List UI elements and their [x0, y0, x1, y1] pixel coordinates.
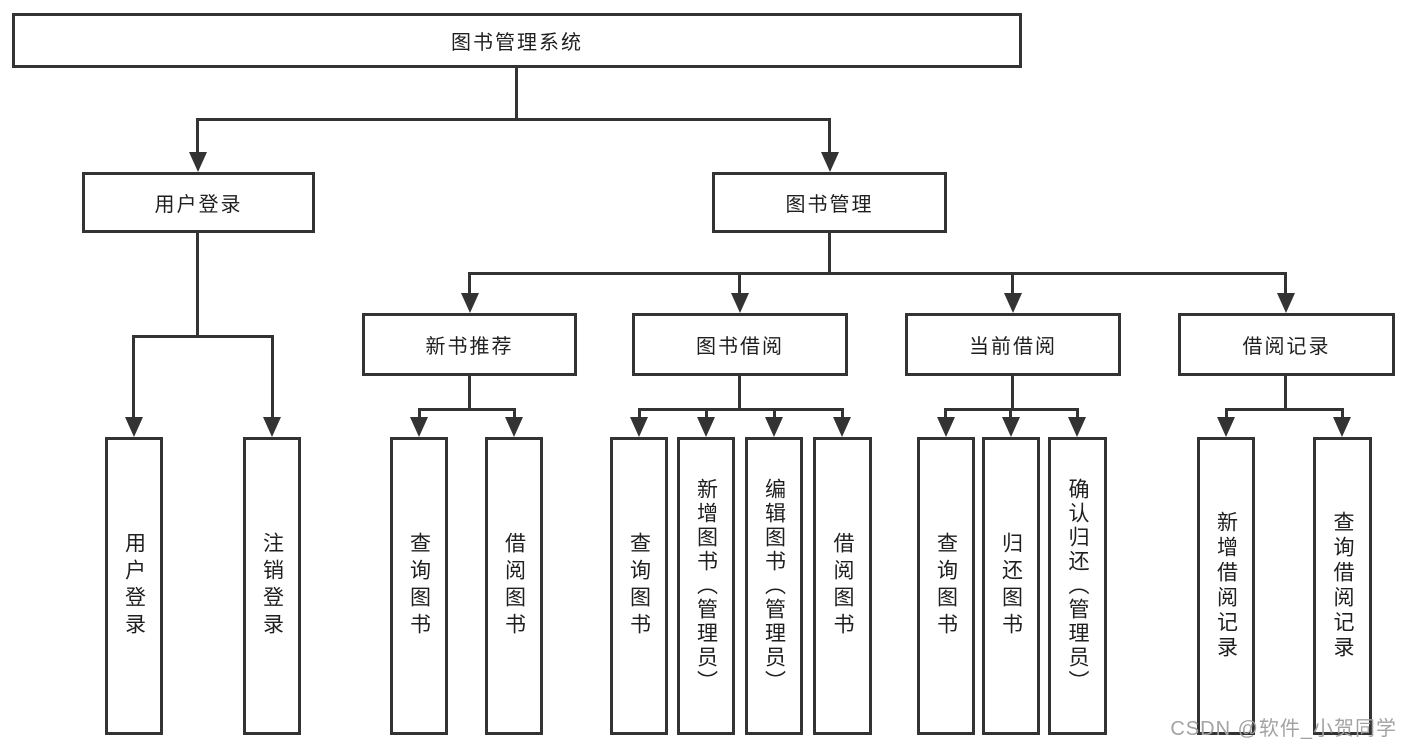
node-new-book-recommend: 新书推荐 — [362, 313, 577, 376]
csdn-watermark: CSDN @软件_小贺同学 — [1170, 718, 1397, 740]
node-book-management-label: 图书管理 — [785, 194, 874, 216]
leaf-return-book: 归还图书 — [982, 437, 1040, 735]
leaf-query-book-1: 查询图书 — [390, 437, 448, 735]
leaf-confirm-return-admin-label: 确认归还（管理员） — [1066, 478, 1089, 694]
connector — [738, 376, 741, 411]
connector — [828, 233, 831, 275]
leaf-borrow-book-1: 借阅图书 — [485, 437, 543, 735]
leaf-query-book-3-label: 查询图书 — [934, 532, 958, 640]
arrowhead — [505, 417, 523, 437]
connector — [468, 272, 471, 296]
connector — [1225, 408, 1228, 419]
arrowhead — [1068, 417, 1086, 437]
connector — [132, 335, 274, 338]
connector — [1011, 376, 1014, 411]
leaf-query-book-3: 查询图书 — [917, 437, 975, 735]
leaf-add-book-admin-label: 新增图书（管理员） — [694, 478, 718, 694]
node-root: 图书管理系统 — [12, 13, 1022, 68]
arrowhead — [461, 293, 479, 313]
arrowhead — [410, 417, 428, 437]
leaf-logout: 注销登录 — [243, 437, 301, 735]
node-borrow-record: 借阅记录 — [1178, 313, 1395, 376]
leaf-confirm-return-admin: 确认归还（管理员） — [1048, 437, 1107, 735]
node-book-borrow: 图书借阅 — [632, 313, 848, 376]
connector — [828, 118, 831, 154]
leaf-query-book-1-label: 查询图书 — [407, 532, 431, 640]
leaf-borrow-book-2: 借阅图书 — [813, 437, 872, 735]
arrowhead — [833, 417, 851, 437]
leaf-borrow-book-1-label: 借阅图书 — [502, 532, 526, 640]
arrowhead — [1277, 293, 1295, 313]
leaf-user-login: 用户登录 — [105, 437, 163, 735]
node-user-login: 用户登录 — [82, 172, 315, 233]
arrowhead — [821, 152, 839, 172]
arrowhead — [189, 152, 207, 172]
leaf-query-borrow-record: 查询借阅记录 — [1313, 437, 1372, 735]
connector — [468, 376, 471, 411]
arrowhead — [1217, 417, 1235, 437]
leaf-borrow-book-2-label: 借阅图书 — [831, 532, 854, 640]
connector — [1341, 408, 1344, 419]
arrowhead — [1002, 417, 1020, 437]
connector — [196, 118, 831, 121]
leaf-logout-label: 注销登录 — [260, 532, 284, 640]
connector — [515, 68, 518, 121]
arrowhead — [937, 417, 955, 437]
node-book-management: 图书管理 — [712, 172, 947, 233]
connector — [1009, 408, 1012, 419]
leaf-query-book-2-label: 查询图书 — [627, 532, 651, 640]
node-book-borrow-label: 图书借阅 — [696, 336, 784, 358]
connector — [1011, 272, 1014, 296]
connector — [1284, 376, 1287, 411]
arrowhead — [1333, 417, 1351, 437]
connector — [638, 408, 844, 411]
leaf-add-borrow-record: 新增借阅记录 — [1197, 437, 1255, 735]
node-current-borrow-label: 当前借阅 — [969, 336, 1057, 358]
node-user-login-label: 用户登录 — [154, 194, 243, 216]
arrowhead — [697, 417, 715, 437]
connector — [705, 408, 708, 419]
connector — [1076, 408, 1079, 419]
arrowhead — [1004, 293, 1022, 313]
node-root-label: 图书管理系统 — [451, 32, 583, 54]
node-new-book-recommend-label: 新书推荐 — [425, 336, 514, 358]
connector — [132, 335, 135, 419]
connector — [196, 233, 199, 338]
connector — [196, 118, 199, 154]
leaf-add-borrow-record-label: 新增借阅记录 — [1214, 511, 1238, 661]
node-borrow-record-label: 借阅记录 — [1242, 336, 1331, 358]
connector — [738, 272, 741, 296]
leaf-add-book-admin: 新增图书（管理员） — [677, 437, 735, 735]
leaf-return-book-label: 归还图书 — [999, 532, 1023, 640]
node-current-borrow: 当前借阅 — [905, 313, 1121, 376]
connector — [513, 408, 516, 419]
connector — [271, 335, 274, 419]
leaf-edit-book-admin: 编辑图书（管理员） — [745, 437, 803, 735]
connector — [638, 408, 641, 419]
arrowhead — [731, 293, 749, 313]
arrowhead — [765, 417, 783, 437]
leaf-user-login-label: 用户登录 — [122, 532, 146, 640]
connector — [1225, 408, 1344, 411]
connector — [1284, 272, 1287, 296]
arrowhead — [263, 417, 281, 437]
leaf-query-borrow-record-label: 查询借阅记录 — [1331, 511, 1354, 661]
connector — [468, 272, 1287, 275]
connector — [418, 408, 516, 411]
connector — [841, 408, 844, 419]
leaf-query-book-2: 查询图书 — [610, 437, 668, 735]
connector — [944, 408, 947, 419]
arrowhead — [125, 417, 143, 437]
leaf-edit-book-admin-label: 编辑图书（管理员） — [762, 478, 786, 694]
arrowhead — [630, 417, 648, 437]
connector — [418, 408, 421, 419]
connector — [773, 408, 776, 419]
